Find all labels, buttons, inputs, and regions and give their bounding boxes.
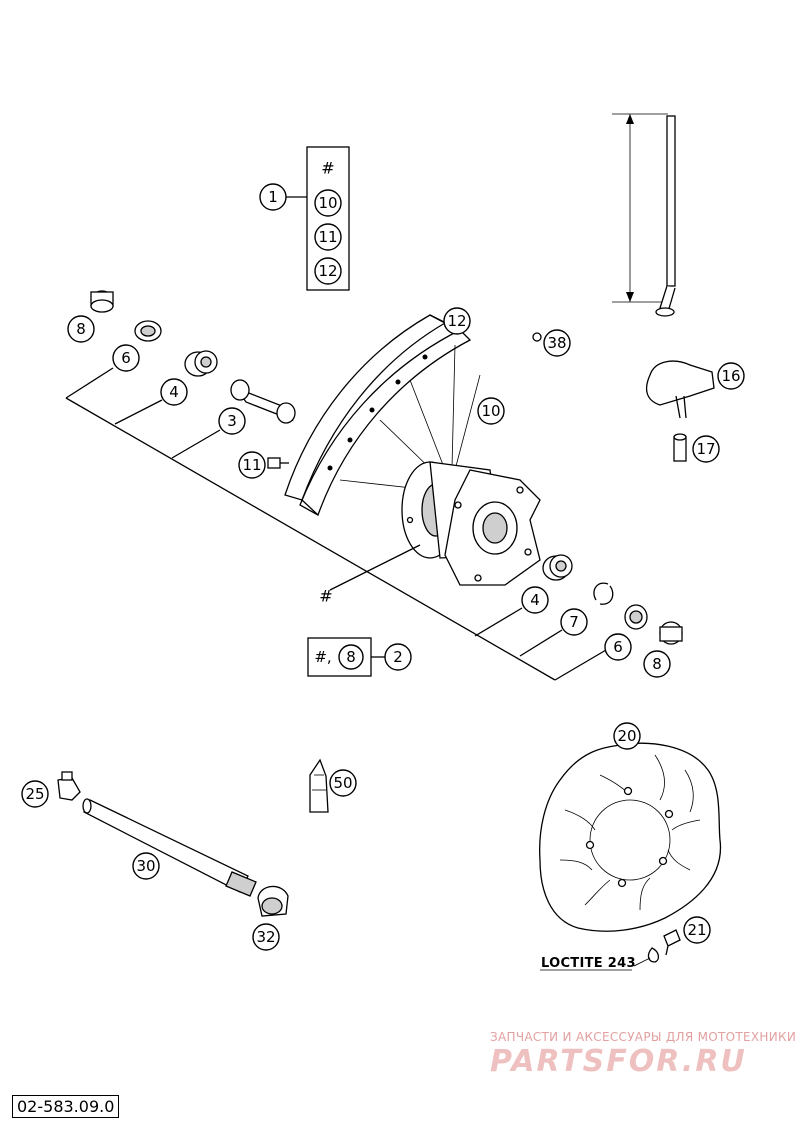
bolt-21 [633, 929, 681, 967]
kit-box-1-header: # [321, 159, 334, 178]
loctite-note: LOCTITE 243 [541, 956, 636, 971]
spoke-part [612, 113, 676, 317]
watermark-subtitle: ЗАПЧАСТИ И АКСЕССУАРЫ ДЛЯ МОТОТЕХНИКИ [490, 1030, 797, 1044]
svg-text:1: 1 [268, 188, 278, 206]
hub-part [401, 461, 541, 586]
callout-4-right: 4 [521, 586, 549, 614]
callout-17: 17 [692, 435, 720, 463]
callout-6-right: 6 [604, 633, 632, 661]
callout-12: 12 [443, 307, 471, 335]
callout-6-left: 6 [112, 344, 140, 372]
svg-text:8: 8 [652, 655, 662, 673]
svg-text:16: 16 [721, 367, 740, 385]
callout-30: 30 [132, 852, 160, 880]
kit-box-2-item: 8 [346, 648, 356, 666]
svg-text:11: 11 [242, 456, 261, 474]
kit-box-2-text: #, [314, 648, 331, 666]
callout-10: 10 [477, 397, 505, 425]
svg-text:4: 4 [530, 591, 540, 609]
svg-text:7: 7 [569, 613, 579, 631]
watermark-logo: PARTSFOR.RU [490, 1044, 747, 1079]
callout-4-left: 4 [160, 378, 188, 406]
callout-38: 38 [543, 329, 571, 357]
callout-16: 16 [717, 362, 745, 390]
seal-6-right [624, 604, 648, 630]
svg-text:4: 4 [169, 383, 179, 401]
nut-25 [57, 771, 81, 801]
svg-text:10: 10 [481, 402, 500, 420]
bearing-race-8-right [659, 621, 683, 645]
svg-text:32: 32 [256, 928, 275, 946]
svg-text:38: 38 [547, 334, 566, 352]
callout-11: 11 [238, 451, 266, 479]
spacer-3 [230, 379, 296, 424]
svg-text:25: 25 [25, 785, 44, 803]
callout-2: 2 [384, 643, 412, 671]
svg-text:3: 3 [227, 412, 237, 430]
svg-text:2: 2 [393, 648, 403, 666]
bearing-4-right [542, 554, 573, 581]
rim-lock-16 [645, 360, 715, 419]
nut-32 [257, 885, 289, 917]
svg-text:17: 17 [696, 440, 715, 458]
nut-17 [673, 433, 687, 462]
callout-8-left: 8 [67, 315, 95, 343]
brake-disc-20 [539, 742, 722, 932]
kit-box-1: # 10 11 12 [286, 146, 350, 291]
callout-50: 50 [329, 769, 357, 797]
axle-30 [82, 798, 257, 897]
bearing-race-8-left [90, 290, 114, 313]
callout-7: 7 [560, 608, 588, 636]
callout-3: 3 [218, 407, 246, 435]
svg-text:20: 20 [617, 727, 636, 745]
svg-text:12: 12 [447, 312, 466, 330]
bearing-4-left [184, 350, 218, 377]
diagram-code: 02-583.09.0 [12, 1095, 120, 1118]
kit-box-2: #, 8 [307, 637, 385, 677]
svg-text:6: 6 [613, 638, 623, 656]
seal-6-left [134, 320, 162, 342]
svg-text:21: 21 [687, 921, 706, 939]
callout-1: 1 [259, 183, 287, 211]
kit-box-1-item-11: 11 [318, 228, 337, 246]
callout-21: 21 [683, 916, 711, 944]
grease-tube-50 [309, 758, 329, 813]
kit-box-1-item-10: 10 [318, 194, 337, 212]
svg-text:6: 6 [121, 349, 131, 367]
nipple-11 [267, 457, 289, 469]
ball-38 [532, 332, 542, 342]
leader-lines [65, 367, 607, 681]
hub-hash-label: # [319, 587, 332, 606]
callout-32: 32 [252, 923, 280, 951]
svg-text:8: 8 [76, 320, 86, 338]
callout-25: 25 [21, 780, 49, 808]
kit-box-1-item-12: 12 [318, 262, 337, 280]
svg-text:50: 50 [333, 774, 352, 792]
svg-text:30: 30 [136, 857, 155, 875]
circlip-7 [593, 582, 614, 605]
callout-20: 20 [613, 722, 641, 750]
callout-8-right: 8 [643, 650, 671, 678]
